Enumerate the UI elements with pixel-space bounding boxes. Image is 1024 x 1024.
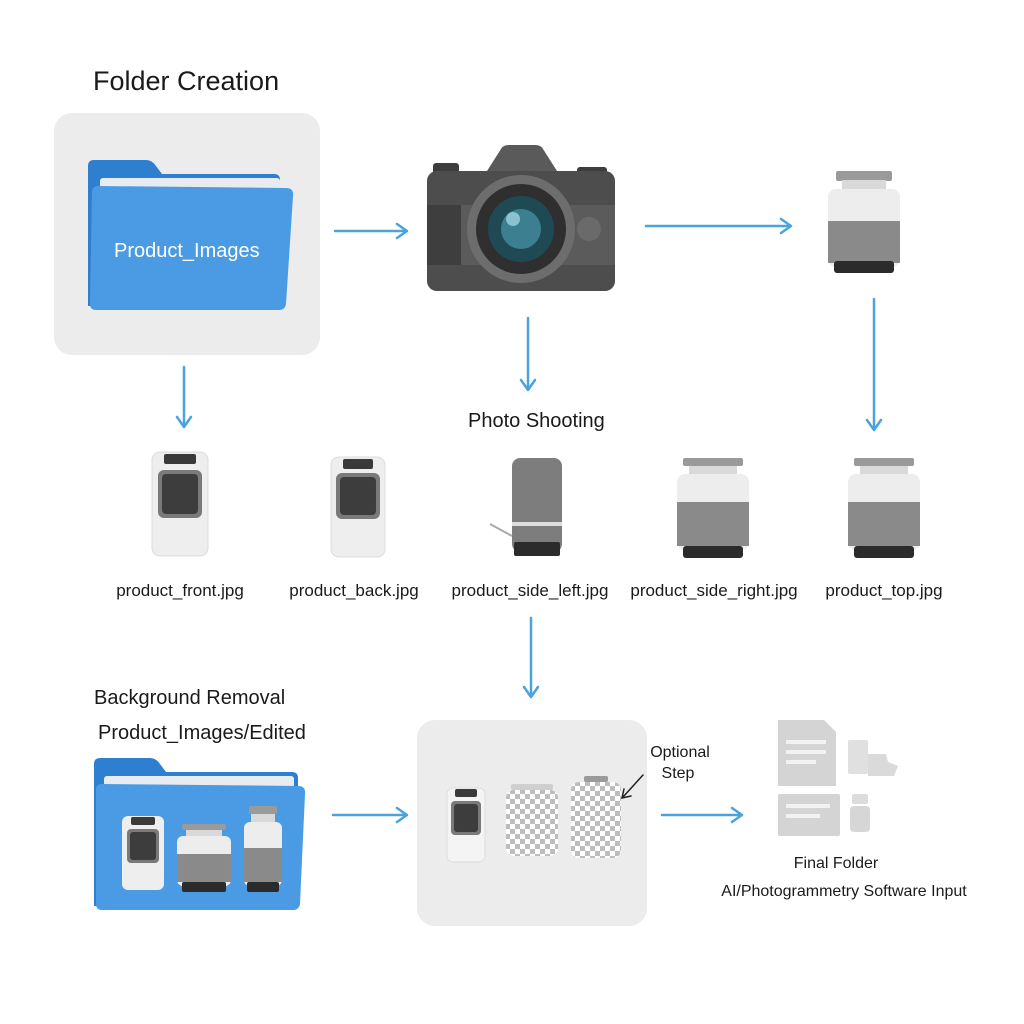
photo-shooting-heading: Photo Shooting [468, 410, 605, 432]
product-jar-icon [826, 171, 902, 275]
transparent-product-icon [505, 784, 559, 858]
product-side-right-icon [675, 458, 751, 560]
product-back-icon [329, 455, 387, 559]
folder-icon[interactable]: Product_Images [86, 158, 296, 314]
transparent-product-optional-icon [570, 776, 622, 860]
file-name-side-left: product_side_left.jpg [451, 581, 609, 600]
file-name-front: product_front.jpg [116, 581, 244, 600]
edited-product-jar-icon [176, 824, 232, 894]
product-top-icon [846, 458, 922, 560]
product-front-icon [150, 450, 210, 558]
folder-creation-heading: Folder Creation [93, 66, 280, 96]
file-name-side-right: product_side_right.jpg [630, 581, 798, 600]
file-name-top: product_top.jpg [825, 581, 943, 600]
folder-label: Product_Images [114, 240, 260, 262]
edited-folder-path: Product_Images/Edited [98, 722, 306, 744]
removal-product-front-icon [446, 787, 486, 863]
background-removal-heading: Background Removal [94, 687, 286, 709]
edited-product-front-icon [121, 815, 165, 891]
optional-step-line1: Optional [650, 744, 710, 761]
file-name-back: product_back.jpg [289, 581, 419, 600]
optional-step-line2: Step [661, 765, 695, 782]
edited-product-bottle-icon [243, 806, 283, 894]
product-side-left-icon [488, 456, 564, 560]
camera-icon [425, 145, 617, 293]
document-icon [776, 718, 900, 840]
final-folder-label: Final Folder [793, 855, 879, 872]
final-folder-description: AI/Photogrammetry Software Input [721, 883, 967, 900]
